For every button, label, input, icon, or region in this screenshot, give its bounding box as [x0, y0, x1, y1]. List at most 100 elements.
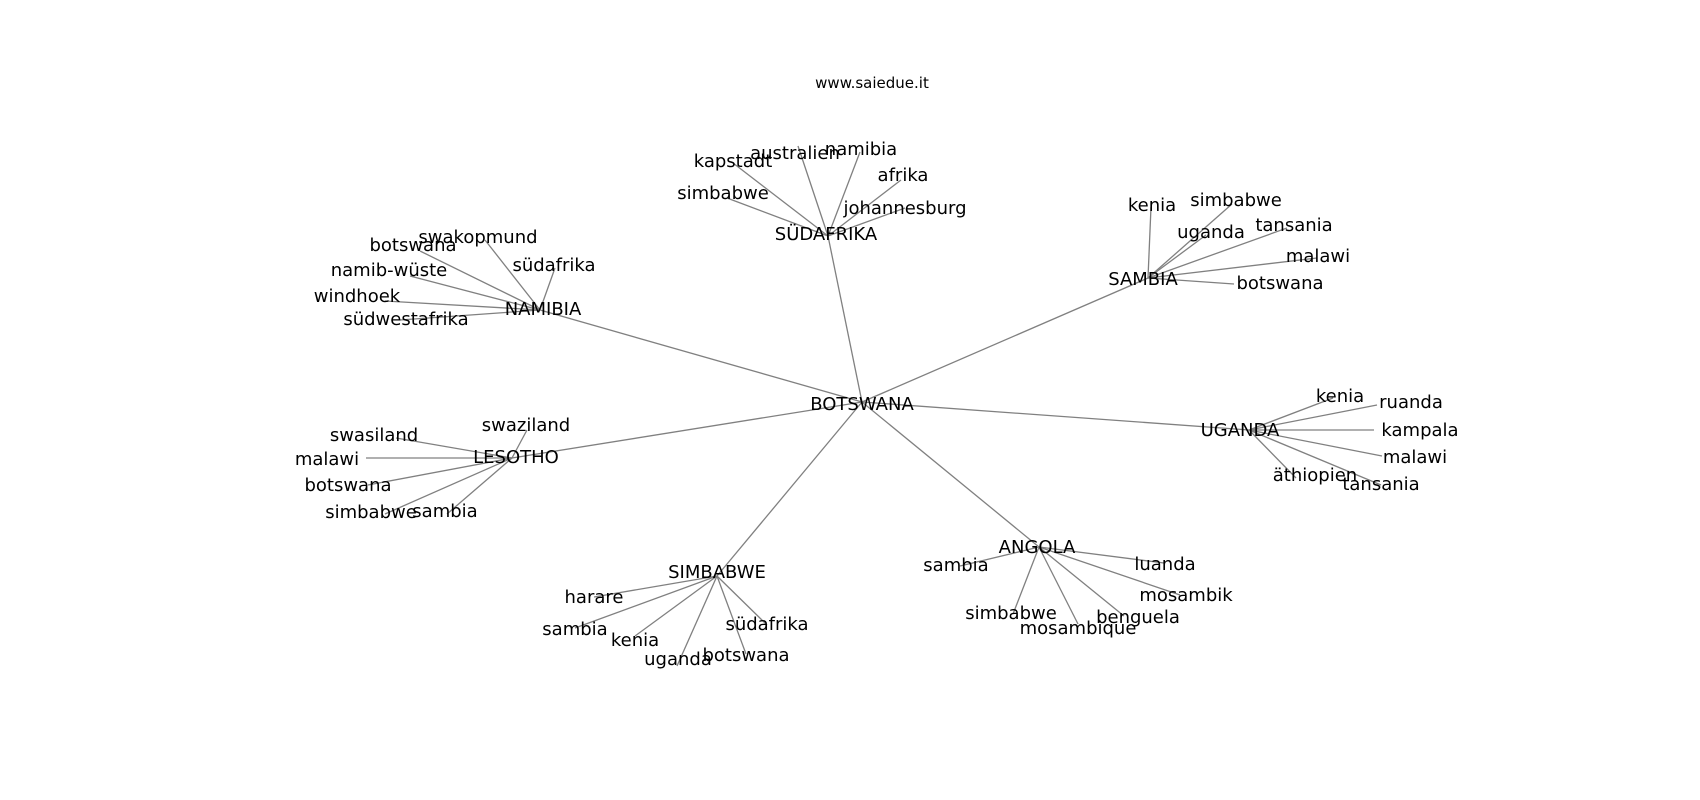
leaf-node-sambia-kenia: kenia [1128, 195, 1176, 216]
edge-sambia-tansania [1147, 227, 1288, 279]
hub-node-suedafrika: SÜDAFRIKA [775, 223, 878, 245]
edge-angola-mosambik [1038, 546, 1181, 596]
edge-botswana-suedafrika [827, 235, 863, 403]
edge-botswana-uganda [861, 401, 1250, 431]
edge-simbabwe-kenia [634, 575, 718, 637]
edge-namibia-suedwestafrika [399, 309, 541, 321]
edge-sambia-kenia [1147, 206, 1152, 279]
edge-simbabwe-botswana [716, 575, 747, 655]
leaf-node-simbabwe-botswana: botswana [702, 645, 789, 666]
leaf-node-uganda-kenia: kenia [1316, 386, 1364, 407]
edge-namibia-suedafrika [539, 267, 556, 311]
edge-simbabwe-suedafrika [716, 575, 768, 626]
leaf-node-simbabwe-sambia: sambia [542, 619, 607, 640]
leaf-node-suedafrika-namibia: namibia [825, 139, 897, 160]
leaf-node-uganda-malawi: malawi [1383, 447, 1447, 468]
edge-uganda-aethiopien [1248, 429, 1297, 479]
hub-node-lesotho: LESOTHO [473, 447, 559, 468]
edge-uganda-kenia [1248, 397, 1334, 431]
edge-angola-benguela [1038, 546, 1125, 617]
edge-namibia-botswana [419, 250, 541, 311]
edge-simbabwe-sambia [574, 575, 718, 629]
leaf-node-suedafrika-johannesburg: johannesburg [842, 198, 966, 219]
hub-node-simbabwe: SIMBABWE [668, 562, 766, 583]
edge-lesotho-simbabwe [384, 457, 513, 515]
hub-node-sambia: SAMBIA [1108, 269, 1178, 290]
edge-uganda-ruanda [1248, 404, 1378, 431]
leaf-node-angola-sambia: sambia [923, 555, 988, 576]
leaf-node-uganda-aethiopien: äthiopien [1273, 465, 1357, 486]
edge-sambia-uganda [1147, 234, 1207, 279]
edge-namibia-namib-wueste [409, 275, 541, 311]
edge-suedafrika-simbabwe [726, 197, 829, 237]
edge-simbabwe-uganda [676, 575, 718, 667]
edge-botswana-sambia [861, 277, 1149, 403]
edge-lesotho-swasiland [395, 437, 513, 459]
leaf-node-angola-luanda: luanda [1134, 554, 1195, 575]
edge-simbabwe-harare [593, 575, 718, 598]
leaf-node-uganda-kampala: kampala [1381, 420, 1458, 441]
leaf-node-suedafrika-afrika: afrika [878, 165, 929, 186]
leaf-node-namibia-swakopmund: swakopmund [418, 227, 537, 248]
leaf-node-sambia-malawi: malawi [1286, 246, 1350, 267]
edge-suedafrika-australien [797, 145, 829, 237]
edge-lesotho-sambia [446, 457, 513, 515]
leaf-node-lesotho-swaziland: swaziland [482, 415, 570, 436]
leaf-node-sambia-simbabwe: simbabwe [1190, 190, 1282, 211]
edge-angola-sambia [959, 546, 1040, 567]
leaf-node-namibia-windhoek: windhoek [314, 286, 401, 307]
leaf-node-lesotho-botswana: botswana [304, 475, 391, 496]
leaf-node-angola-mosambik: mosambik [1139, 585, 1233, 606]
edge-lesotho-swaziland [511, 429, 528, 459]
diagram-labels: BOTSWANASÜDAFRIKAkapstadtaustraliennamib… [295, 139, 1459, 670]
edge-sambia-simbabwe [1147, 203, 1233, 279]
leaf-node-simbabwe-suedafrika: südafrika [725, 614, 808, 635]
edge-suedafrika-namibia [827, 151, 861, 237]
edge-namibia-swakopmund [484, 239, 541, 311]
leaf-node-namibia-suedafrika: südafrika [512, 255, 595, 276]
hub-node-namibia: NAMIBIA [505, 299, 582, 320]
edge-botswana-namibia [539, 309, 863, 403]
edge-sambia-botswana [1147, 277, 1235, 285]
leaf-node-simbabwe-kenia: kenia [611, 630, 659, 651]
leaf-node-simbabwe-harare: harare [565, 587, 624, 608]
leaf-node-uganda-tansania: tansania [1342, 474, 1419, 495]
edge-suedafrika-afrika [827, 179, 902, 237]
edge-botswana-simbabwe [716, 401, 863, 577]
leaf-node-lesotho-simbabwe: simbabwe [325, 502, 417, 523]
hub-node-angola: ANGOLA [999, 537, 1076, 558]
leaf-node-lesotho-sambia: sambia [412, 501, 477, 522]
diagram-edges [366, 145, 1383, 667]
edge-suedafrika-kapstadt [732, 162, 829, 237]
leaf-node-angola-benguela: benguela [1096, 607, 1180, 628]
root-node-label: BOTSWANA [810, 394, 914, 415]
leaf-node-angola-simbabwe: simbabwe [965, 603, 1057, 624]
edge-angola-luanda [1038, 546, 1165, 564]
leaf-node-simbabwe-uganda: uganda [644, 649, 712, 670]
edge-botswana-angola [861, 401, 1040, 548]
edge-uganda-malawi [1248, 429, 1383, 457]
leaf-node-namibia-namib-wueste: namib-wüste [331, 260, 448, 281]
leaf-node-sambia-tansania: tansania [1255, 215, 1332, 236]
leaf-node-sambia-uganda: uganda [1177, 222, 1245, 243]
leaf-node-angola-mosambique: mosambique [1020, 618, 1137, 639]
edge-lesotho-botswana [367, 457, 513, 486]
leaf-node-namibia-suedwestafrika: südwestafrika [343, 309, 468, 330]
leaf-node-lesotho-malawi: malawi [295, 449, 359, 470]
edge-sambia-malawi [1147, 257, 1318, 279]
edge-angola-simbabwe [1012, 546, 1040, 615]
leaf-node-suedafrika-kapstadt: kapstadt [694, 151, 773, 172]
site-url-label: www.saiedue.it [815, 74, 929, 92]
hub-node-uganda: UGANDA [1201, 420, 1280, 441]
edge-namibia-windhoek [384, 300, 541, 311]
edge-angola-mosambique [1038, 546, 1079, 625]
leaf-node-suedafrika-australien: australien [750, 143, 840, 164]
leaf-node-lesotho-swasiland: swasiland [330, 425, 418, 446]
leaf-node-namibia-botswana: botswana [369, 235, 456, 256]
edge-botswana-lesotho [511, 401, 863, 459]
leaf-node-suedafrika-simbabwe: simbabwe [677, 183, 769, 204]
edge-suedafrika-johannesburg [827, 207, 906, 237]
leaf-node-uganda-ruanda: ruanda [1379, 392, 1443, 413]
edge-uganda-tansania [1248, 429, 1382, 486]
